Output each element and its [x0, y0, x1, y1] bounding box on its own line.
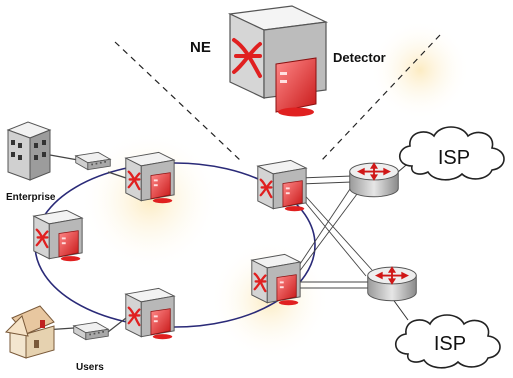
- router-isp-link-bottom: [391, 297, 409, 321]
- network-element-icon: [250, 253, 302, 306]
- enterprise-label: Enterprise: [6, 192, 56, 203]
- building-icon: [6, 121, 52, 181]
- network-element-icon: [32, 209, 84, 262]
- detector-scope-line-left: [114, 41, 241, 161]
- detector-icon: [227, 5, 329, 117]
- network-element-icon: [256, 159, 308, 212]
- detector-scope-line-right: [321, 34, 441, 161]
- users-label: Users: [76, 362, 104, 373]
- enterprise-link: [49, 154, 79, 161]
- network-element-icon: [124, 287, 176, 340]
- isp-cloud-bottom: ISP: [394, 314, 501, 369]
- enterprise-switch-link: [107, 171, 127, 179]
- isp-cloud-top: ISP: [398, 126, 505, 181]
- isp-bottom-label: ISP: [434, 333, 466, 355]
- uplink-mesh: [295, 175, 373, 289]
- network-element-icon: [124, 151, 176, 204]
- ne-label: NE: [190, 39, 211, 56]
- users-switch-link: [107, 317, 127, 333]
- router-icon: [366, 266, 418, 302]
- isp-top-label: ISP: [438, 147, 470, 169]
- router-icon: [348, 162, 400, 198]
- detector-label: Detector: [333, 50, 386, 65]
- switch-icon: [73, 321, 109, 341]
- house-icon: [4, 305, 55, 359]
